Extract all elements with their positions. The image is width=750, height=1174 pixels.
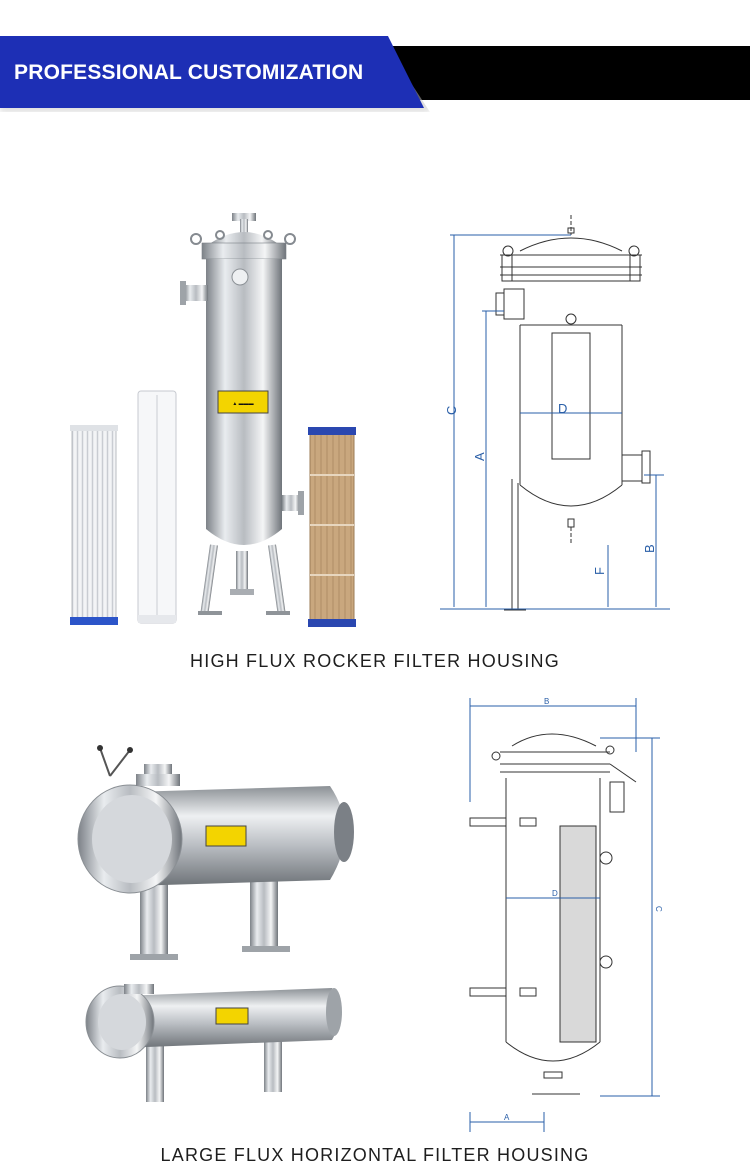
dim-label-b: B [544, 697, 549, 706]
header-banner: PROFESSIONAL CUSTOMIZATION [0, 0, 750, 140]
dim-label-b: B [642, 544, 657, 553]
svg-text:▲ ▬▬▬: ▲ ▬▬▬ [232, 401, 253, 407]
banner-blue-tab [0, 36, 424, 108]
horizontal-housing-photo [77, 745, 354, 1102]
vertical-housing-photo: ▲ ▬▬▬ [70, 213, 356, 627]
vertical-dimension-lines [440, 234, 670, 610]
dim-label-c: C [444, 406, 459, 415]
horizontal-housing-large-icon [77, 745, 354, 960]
dim-label-c: C [654, 906, 663, 912]
horizontal-housing-small-icon [85, 984, 342, 1102]
horizontal-diagram-lines [469, 733, 637, 1095]
vertical-housing-icon: ▲ ▬▬▬ [180, 213, 304, 615]
dim-label-d: D [558, 401, 567, 416]
dim-label-d: D [552, 889, 558, 898]
pleated-cartridge-icon [70, 425, 118, 625]
vertical-diagram-lines [495, 215, 651, 611]
caption-vertical-housing: HIGH FLUX ROCKER FILTER HOUSING [190, 651, 560, 671]
horizontal-dimension-lines [469, 698, 660, 1132]
vertical-housing-diagram: C A D F B [440, 215, 670, 611]
banner-title: PROFESSIONAL CUSTOMIZATION [14, 61, 364, 84]
horizontal-housing-diagram: B D C A [469, 697, 663, 1132]
white-cartridge-icon [137, 390, 177, 624]
caption-horizontal-housing: LARGE FLUX HORIZONTAL FILTER HOUSING [160, 1145, 590, 1165]
dim-label-f: F [592, 567, 607, 575]
dim-label-a: A [504, 1113, 510, 1122]
dim-label-a: A [472, 452, 487, 461]
tan-cartridge-icon [308, 427, 356, 627]
